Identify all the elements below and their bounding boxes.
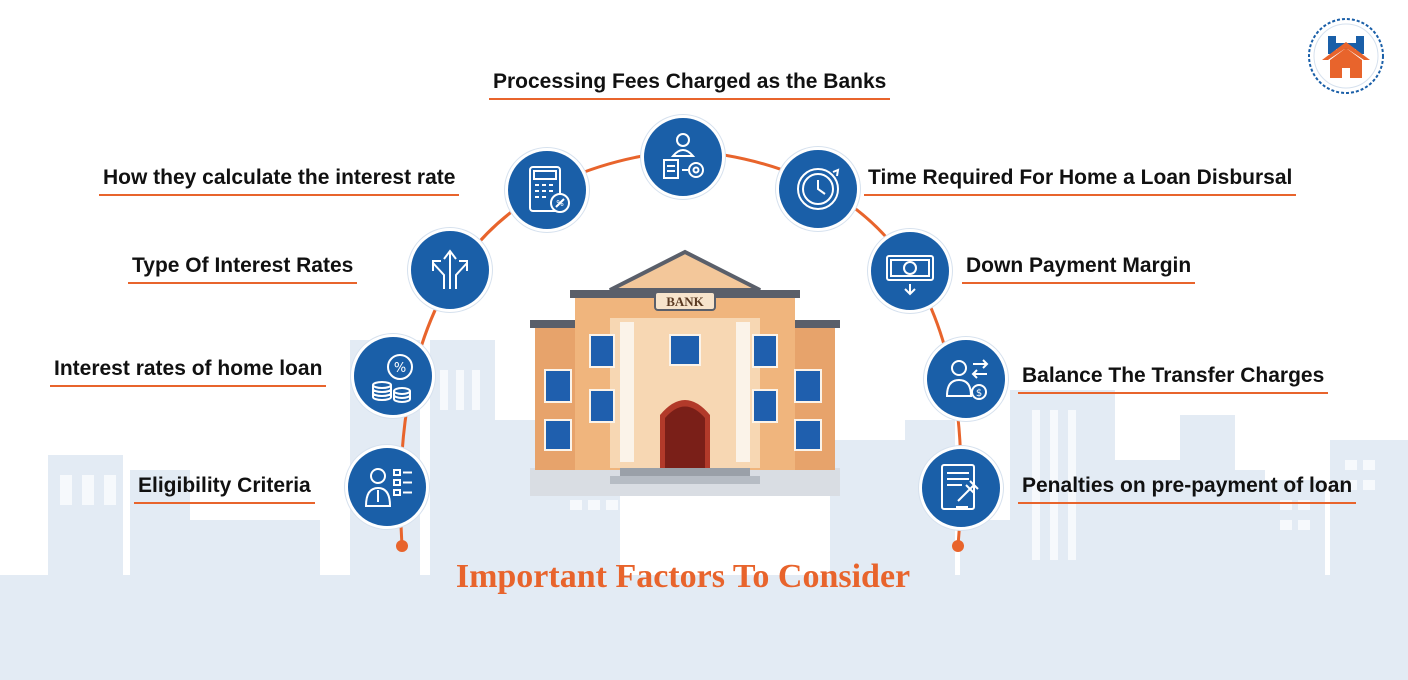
balance-transfer-circle: $ <box>924 337 1008 421</box>
bank-building: BANK <box>530 249 840 496</box>
infographic-title: Important Factors To Consider <box>455 558 911 595</box>
person-checklist-icon <box>364 468 412 507</box>
factor-label-processing-fees: Processing Fees Charged as the Banks <box>489 70 891 101</box>
banknote-circle <box>868 229 952 313</box>
clock-icon <box>797 168 840 210</box>
balance-transfer-icon: $ <box>945 359 989 400</box>
svg-text:%: % <box>394 361 406 376</box>
factor-label-down-payment: Down Payment Margin <box>962 254 1196 285</box>
svg-text:%: % <box>556 199 564 208</box>
percent-coins-circle: % <box>351 334 435 418</box>
clock-circle <box>776 147 860 231</box>
factor-label-interest-types: Type Of Interest Rates <box>128 254 358 285</box>
factor-label-disbursal-time: Time Required For Home a Loan Disbursal <box>864 166 1297 197</box>
factor-label-balance-transfer: Balance The Transfer Charges <box>1018 364 1329 395</box>
factor-label-eligibility: Eligibility Criteria <box>134 474 315 505</box>
calculator-icon: % <box>529 166 570 213</box>
home-logo-icon <box>1308 18 1384 94</box>
penalty-document-icon <box>941 464 979 510</box>
processing-fees-icon <box>663 133 704 179</box>
factor-label-home-loan-rates: Interest rates of home loan <box>50 357 327 388</box>
processing-fees-circle <box>641 115 725 199</box>
branching-arrows-icon <box>432 249 468 289</box>
svg-text:$: $ <box>976 388 982 399</box>
person-checklist-circle <box>345 445 429 529</box>
branching-arrows-circle <box>408 228 492 312</box>
factor-label-prepayment-penalties: Penalties on pre-payment of loan <box>1018 474 1357 505</box>
factor-label-interest-calculation: How they calculate the interest rate <box>99 166 460 197</box>
banknote-icon <box>886 255 934 296</box>
bank-sign: BANK <box>666 294 704 309</box>
calculator-circle: % <box>505 148 589 232</box>
penalty-document-circle <box>919 446 1003 530</box>
percent-coins-icon: % <box>372 354 413 403</box>
